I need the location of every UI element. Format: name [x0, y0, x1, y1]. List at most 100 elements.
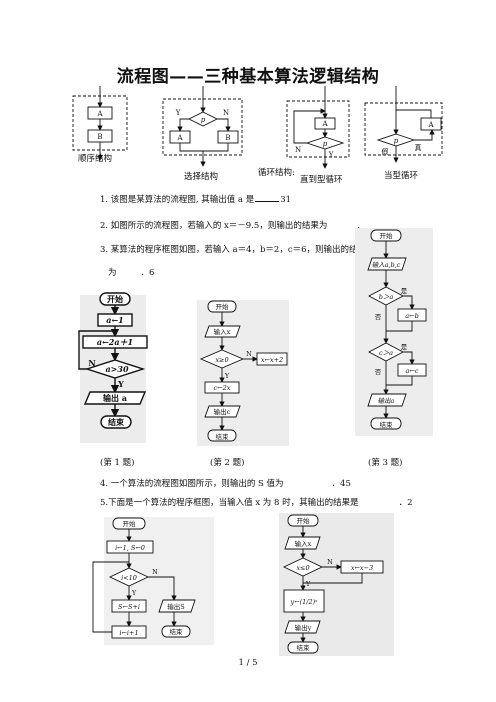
fig1-start-text: 开始 [107, 294, 123, 304]
fig3-start-text: 开始 [380, 231, 394, 240]
fig1-output-text: 输出 a [103, 393, 127, 403]
seq-caption: 顺序结构 [78, 154, 113, 164]
sel-caption: 选择结构 [184, 172, 219, 182]
fig3-no1-label: 否 [375, 313, 382, 321]
fig3-caption: (第 3 题) [368, 458, 403, 468]
fig4-start-text: 开始 [123, 519, 137, 528]
fig1-end [100, 415, 132, 429]
fig1-caption: (第 1 题) [100, 458, 135, 468]
fig3-yes1-label: 是 [401, 287, 408, 295]
question-4-answer: ．45 [331, 479, 351, 489]
fig1-cond-text: a>30 [105, 364, 128, 374]
fig5-rbox-text: x←x−3 [351, 564, 373, 572]
sel-a-label: A [176, 134, 183, 142]
fig5-assign [283, 589, 325, 613]
fig4-body-text: S←S+i [118, 603, 140, 611]
question-4: 4. 一个算法的流程图如图所示，则输出的 S 值为 ．45 [100, 477, 351, 489]
until-n-label: N [295, 146, 301, 154]
fig1-y-label: Y [117, 379, 124, 389]
fig5-end [287, 641, 319, 654]
fig5-y-label: Y [305, 580, 311, 588]
fig5-start-text: 开始 [297, 516, 311, 525]
fig3-output-text: 输出a [378, 397, 395, 405]
fig2-assign-text: c←2x [214, 384, 231, 392]
fig3-yes2-label: 是 [401, 343, 408, 351]
while-p-label: p [394, 137, 399, 145]
answer-blank [255, 193, 280, 202]
question-5-answer: ．2 [398, 498, 413, 508]
while-dashed-frame [364, 102, 443, 156]
seq-a-label: A [96, 110, 103, 118]
question-2-answer: . [357, 221, 361, 231]
while-yes-label: 真 [415, 143, 422, 152]
fig2-rbox [256, 352, 288, 366]
fig3-cond1-text: b＞a [379, 293, 394, 301]
until-y-label: Y [328, 151, 334, 159]
question-2: 2. 如图所示的流程图，若输入的 x＝－9.5，则输出的结果为. [100, 219, 360, 231]
question-3: 3. 某算法的程序框图如图，若输入 a＝4，b＝2，c＝6，则输出的结果 [100, 243, 366, 255]
fig5-input [284, 536, 321, 550]
fig2-output [204, 405, 241, 418]
until-caption: 直到型循环 [300, 175, 343, 185]
fig1-end-text: 结束 [108, 417, 125, 427]
fig4-init-box [106, 540, 154, 554]
fig1-update-text: a←2a＋1 [97, 337, 133, 347]
page-title: 流程图——三种基本算法逻辑结构 [116, 67, 380, 87]
fig3-assign1-text: a←b [405, 312, 418, 320]
fig5-end-text: 结束 [297, 643, 311, 652]
question-1-answer: 31 [280, 195, 292, 205]
sel-n-label: N [223, 109, 229, 117]
fig2-end [207, 429, 237, 442]
fig4-n-label: N [152, 568, 158, 576]
sel-diamond [187, 111, 219, 127]
fig5-n-label: N [327, 558, 333, 566]
until-a-label: A [321, 120, 328, 128]
fig4-end [161, 625, 191, 638]
until-p-label: p [323, 140, 328, 148]
fig4-y-label: Y [131, 589, 137, 597]
while-no-label: 假 [382, 147, 389, 156]
fig4-output [158, 599, 196, 613]
question-2-text: 2. 如图所示的流程图，若输入的 x＝－9.5，则输出的结果为 [100, 221, 328, 231]
question-5-text: 5.下面是一个算法的程序框图，当输入值 x 为 8 时，其输出的结果是 [100, 498, 359, 508]
fig3-end [370, 417, 402, 430]
while-caption: 当型循环 [384, 171, 419, 181]
question-3-cont: 为 ．6 [108, 266, 154, 278]
question-5: 5.下面是一个算法的程序框图，当输入值 x 为 8 时，其输出的结果是 ．2 [100, 496, 413, 508]
fig1-init-text: a←1 [106, 315, 123, 325]
question-3-text: 3. 某算法的程序框图如图，若输入 a＝4，b＝2，c＝6，则输出的结果 [100, 245, 367, 255]
fig3-end-text: 结束 [380, 420, 394, 429]
fig3-input-text: 输入a,b,c [372, 261, 401, 269]
fig2-input-text: 输入x [214, 327, 231, 336]
loop-label: 循环结构: [258, 168, 295, 178]
fig4-init-text: i←1, S←0 [115, 544, 145, 552]
fig3-no2-label: 否 [375, 368, 382, 376]
fig2-y-label: Y [224, 372, 230, 380]
fig3-output [367, 393, 407, 407]
until-dashed-frame [286, 100, 350, 158]
fig4-output-text: 输出S [167, 602, 184, 611]
fig4-inc-text: i←i+1 [119, 629, 138, 637]
sel-b-label: B [225, 134, 230, 142]
question-3-answer: ．6 [140, 268, 155, 278]
fig5-output-text: 输出y [295, 623, 312, 632]
question-3-cont-text: 为 [108, 268, 117, 278]
sel-p-label: p [201, 116, 206, 124]
sel-y-label: Y [175, 109, 181, 117]
fig2-caption: (第 2 题) [210, 458, 245, 468]
fig1-output [83, 391, 147, 405]
fig3-cond2-text: c＞a [379, 349, 393, 357]
fig2-output-text: 输出c [214, 407, 231, 416]
fig3-input [367, 257, 407, 271]
fig5-output [284, 620, 321, 634]
question-4-text: 4. 一个算法的流程图如图所示，则输出的 S 值为 [100, 479, 284, 489]
seq-b-label: B [97, 133, 102, 141]
fig5-assign-text: y←(1/2)ˣ [290, 598, 319, 606]
fig1-n-label: N [88, 358, 95, 368]
fig5-input-text: 输入x [295, 539, 312, 548]
fig4-end-text: 结束 [170, 627, 184, 636]
while-a-label: A [427, 121, 434, 129]
fig2-n-label: N [246, 350, 252, 358]
